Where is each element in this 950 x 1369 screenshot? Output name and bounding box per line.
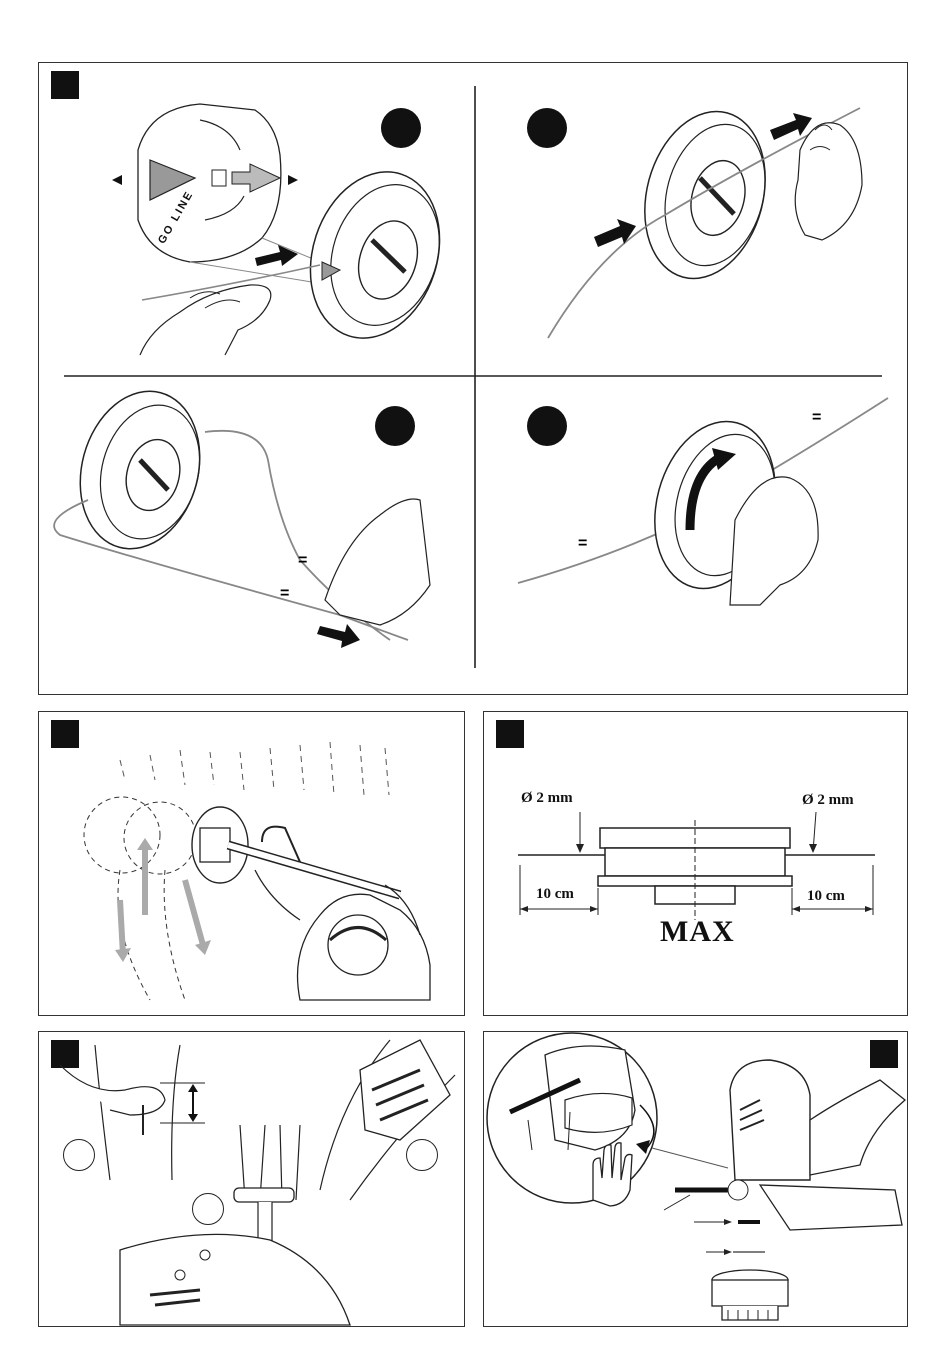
spool-removal-illustration	[0, 0, 950, 1369]
